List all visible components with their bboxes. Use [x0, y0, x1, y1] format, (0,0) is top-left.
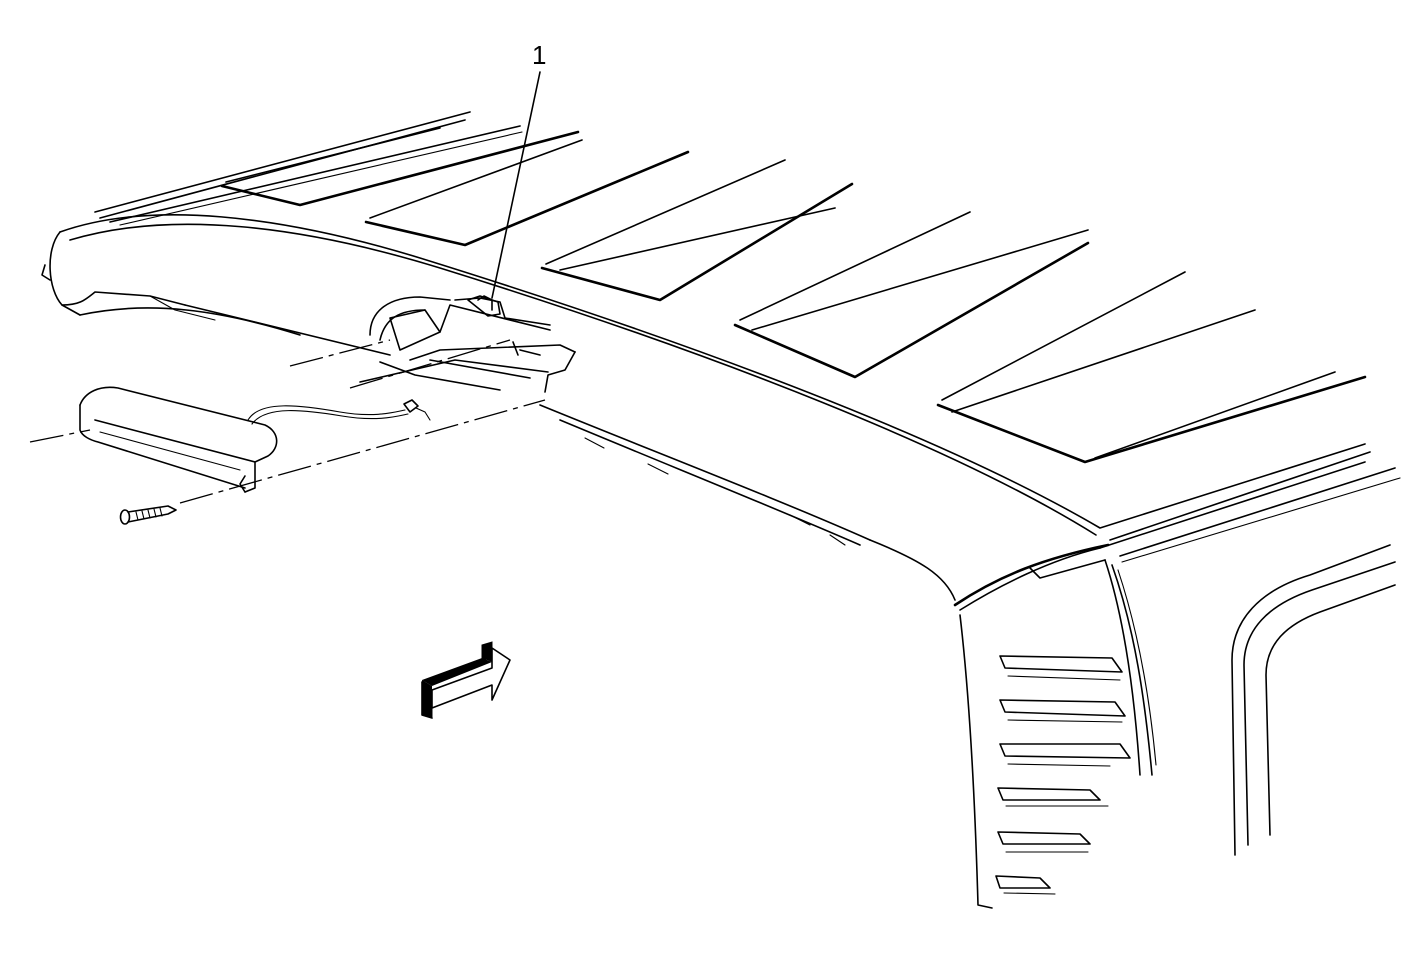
callout-1: 1	[491, 40, 546, 299]
brake-lamp-assembly	[79, 386, 431, 493]
callout-1-label: 1	[532, 40, 546, 70]
alignment-lines	[29, 339, 546, 504]
direction-arrow-icon	[420, 641, 511, 719]
roof-panel	[41, 111, 1401, 611]
callout-1-leader	[491, 71, 541, 299]
vent-louvers	[995, 655, 1131, 895]
lamp-recess	[359, 295, 576, 393]
rear-body-panel	[959, 544, 1396, 909]
screw	[119, 505, 177, 525]
